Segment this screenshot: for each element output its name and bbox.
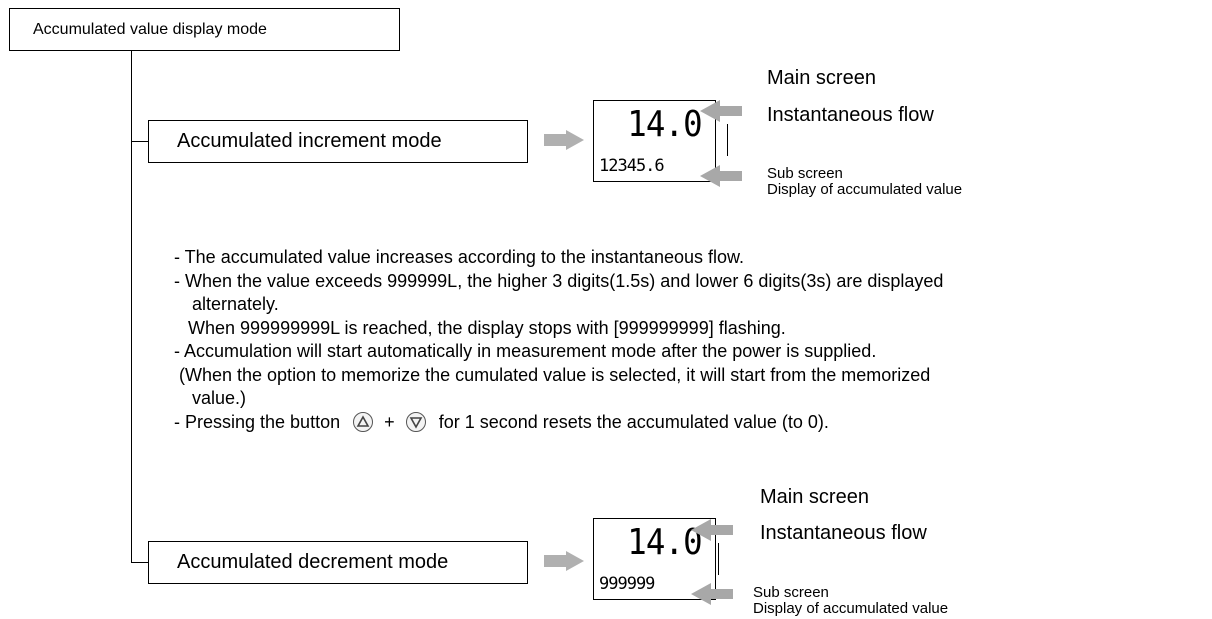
increment-mode-box: Accumulated increment mode — [148, 120, 528, 163]
root-mode-label: Accumulated value display mode — [33, 20, 267, 38]
lcd-display-increment: 14.0 12345.6 — [593, 100, 716, 182]
plus-text: + — [384, 411, 395, 432]
note-line: - Accumulation will start automatically … — [174, 341, 877, 361]
gray-arrow-icon — [691, 519, 733, 541]
lcd-main-value: 14.0 — [627, 104, 703, 145]
increment-mode-label: Accumulated increment mode — [177, 130, 442, 152]
accumulated-value-label: Display of accumulated value — [753, 600, 949, 617]
notes-block: - The accumulated value increases accord… — [174, 246, 943, 434]
down-triangle-button-icon — [405, 411, 426, 432]
gray-arrow-icon — [700, 165, 742, 187]
gray-arrow-icon — [544, 130, 584, 150]
tree-trunk-line — [131, 51, 132, 563]
gray-arrow-icon — [691, 583, 733, 605]
note-line: (When the option to memorize the cumulat… — [179, 364, 931, 385]
root-mode-box: Accumulated value display mode — [9, 8, 400, 51]
note-line: value.) — [192, 388, 247, 408]
lcd-sub-value: 12345.6 — [599, 156, 665, 176]
note-line: - The accumulated value increases accord… — [174, 247, 745, 267]
up-triangle-button-icon — [353, 411, 374, 432]
lcd-indicator-line — [718, 543, 719, 575]
instantaneous-flow-label: Instantaneous flow — [760, 522, 927, 544]
note-text: for 1 second resets the accumulated valu… — [438, 411, 829, 432]
note-line: - Pressing the button + for 1 second res… — [174, 411, 943, 435]
lcd-sub-value: 999999 — [599, 574, 655, 594]
instantaneous-flow-label: Instantaneous flow — [767, 104, 934, 126]
tree-branch-increment — [131, 141, 149, 142]
accumulated-value-label: Display of accumulated value — [767, 181, 963, 198]
note-line: alternately. — [192, 294, 279, 314]
lcd-indicator-line — [727, 124, 728, 156]
note-text: - Pressing the button — [174, 411, 341, 432]
main-screen-label: Main screen — [760, 486, 869, 508]
sub-screen-label: Sub screen — [767, 165, 843, 182]
tree-branch-decrement — [131, 562, 149, 563]
gray-arrow-icon — [700, 100, 742, 122]
sub-screen-label: Sub screen — [753, 584, 829, 601]
gray-arrow-icon — [544, 551, 584, 571]
decrement-mode-box: Accumulated decrement mode — [148, 541, 528, 584]
lcd-main-value: 14.0 — [627, 522, 703, 563]
note-line: When 999999999L is reached, the display … — [188, 317, 786, 338]
main-screen-label: Main screen — [767, 67, 876, 89]
note-line: - When the value exceeds 999999L, the hi… — [174, 270, 944, 291]
decrement-mode-label: Accumulated decrement mode — [177, 551, 449, 573]
